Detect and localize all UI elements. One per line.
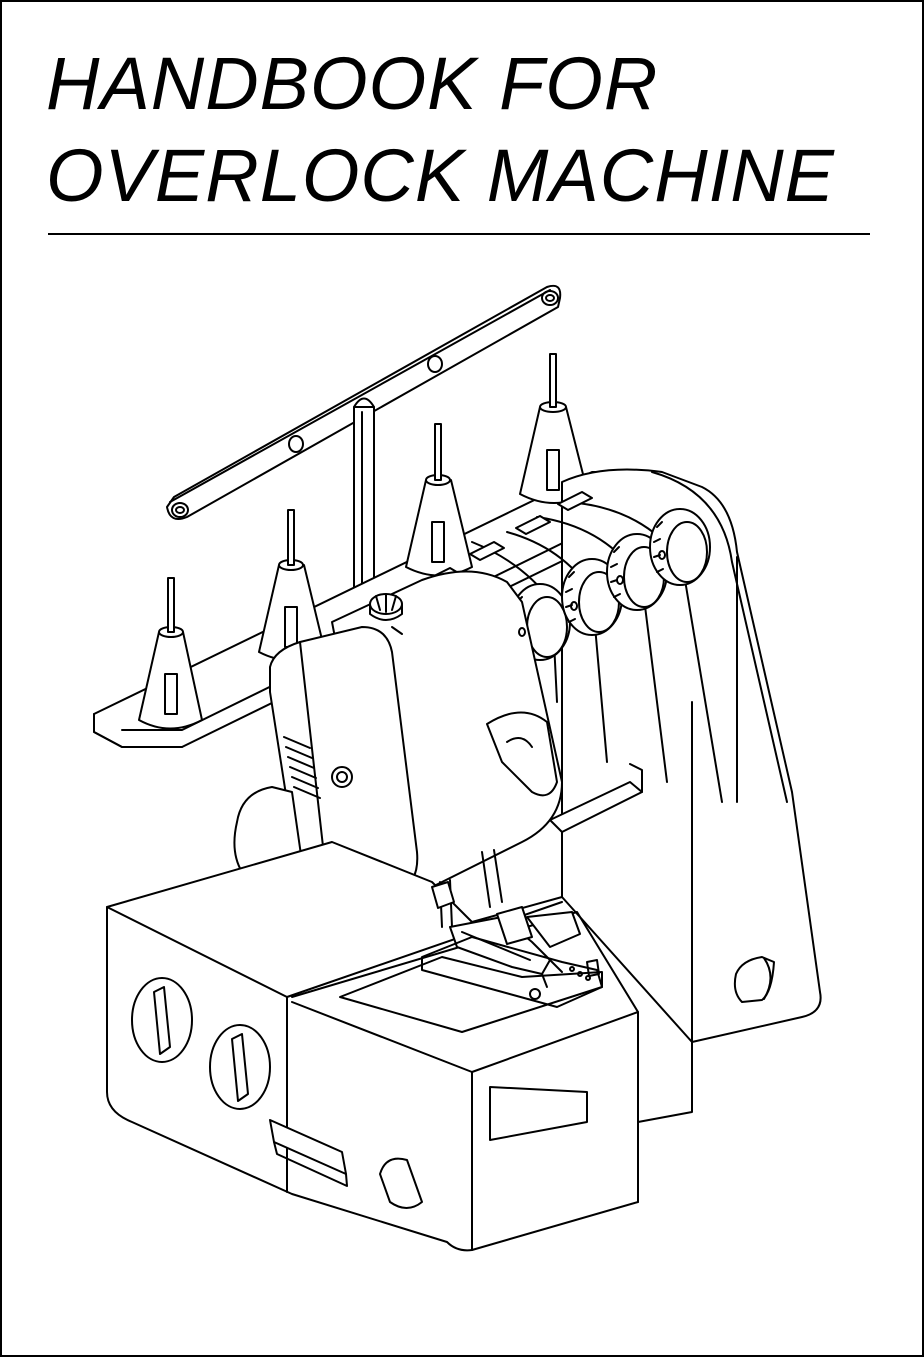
spool-pin-3 <box>406 424 472 576</box>
handwheel <box>234 787 302 872</box>
spool-pin-2 <box>259 510 325 661</box>
dial-indicator-marks <box>519 551 665 636</box>
cover-title: HANDBOOK FOR OVERLOCK MACHINE <box>46 38 835 222</box>
title-divider <box>48 233 870 235</box>
cover-title-line-1: HANDBOOK FOR <box>46 42 659 125</box>
cover-title-line-2: OVERLOCK MACHINE <box>46 134 836 217</box>
presser-foot-assembly <box>422 850 602 1007</box>
needle-clamp-knob <box>370 594 402 634</box>
machine-base <box>107 842 692 1250</box>
tension-dial-4 <box>650 509 710 585</box>
spool-pin-1 <box>139 578 202 729</box>
telescopic-rod <box>354 399 374 608</box>
machine-body-right <box>562 470 821 1072</box>
thread-guide-bar <box>167 286 560 519</box>
